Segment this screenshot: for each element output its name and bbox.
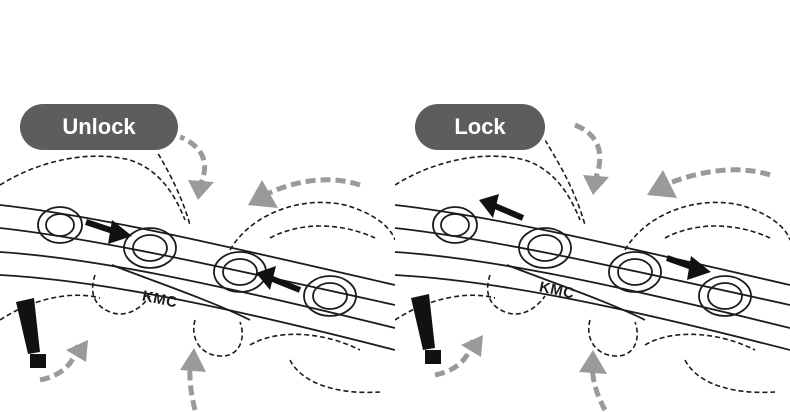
unlock-illustration	[0, 0, 395, 412]
exclamation-icon	[411, 294, 441, 364]
direction-arrow-icon	[86, 220, 300, 290]
lock-illustration	[395, 0, 790, 412]
curved-arrow-heads	[66, 180, 278, 372]
unlock-panel: Unlock KMC	[0, 0, 395, 412]
lock-label-pill: Lock	[415, 104, 545, 150]
exclamation-icon	[16, 298, 46, 368]
lock-panel: Lock KMC	[395, 0, 790, 412]
unlock-label-pill: Unlock	[20, 104, 178, 150]
